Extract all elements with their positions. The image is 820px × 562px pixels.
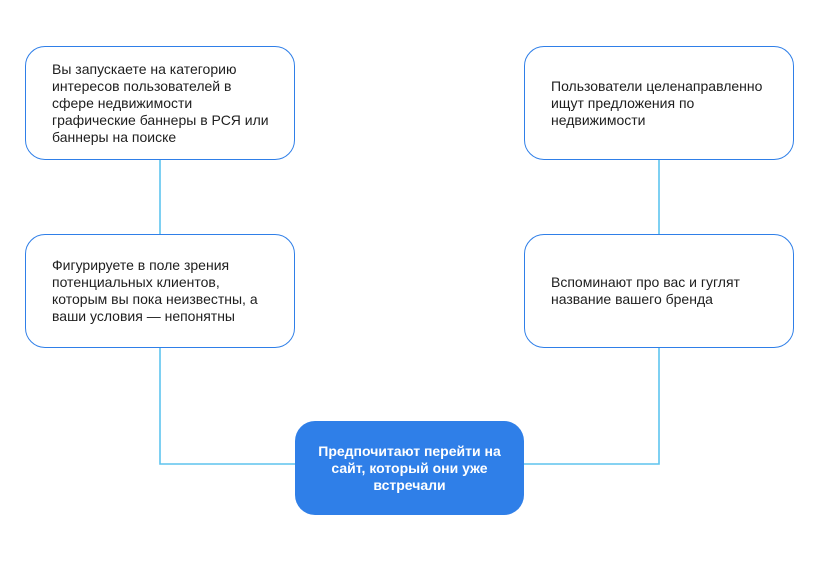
- node-users-search-text: Пользователи целенаправленно ищут предло…: [551, 77, 763, 128]
- node-brand-recall-text: Вспоминают про вас и гуглят название ваш…: [551, 274, 740, 307]
- connector-left-middle-to-bottom: [159, 348, 295, 465]
- node-audience-visibility-text: Фигурируете в поле зрения потенциальных …: [52, 257, 258, 324]
- connector-right-middle-to-bottom: [524, 348, 660, 465]
- node-result-prefer-site-text: Предпочитают перейти на сайт, который он…: [318, 442, 501, 493]
- node-result-prefer-site: Предпочитают перейти на сайт, который он…: [295, 421, 524, 515]
- node-audience-visibility: Фигурируете в поле зрения потенциальных …: [25, 234, 295, 348]
- node-banner-launch-text: Вы запускаете на категорию интересов пол…: [52, 60, 269, 145]
- node-banner-launch: Вы запускаете на категорию интересов пол…: [25, 46, 295, 160]
- node-users-search: Пользователи целенаправленно ищут предло…: [524, 46, 794, 160]
- node-brand-recall: Вспоминают про вас и гуглят название ваш…: [524, 234, 794, 348]
